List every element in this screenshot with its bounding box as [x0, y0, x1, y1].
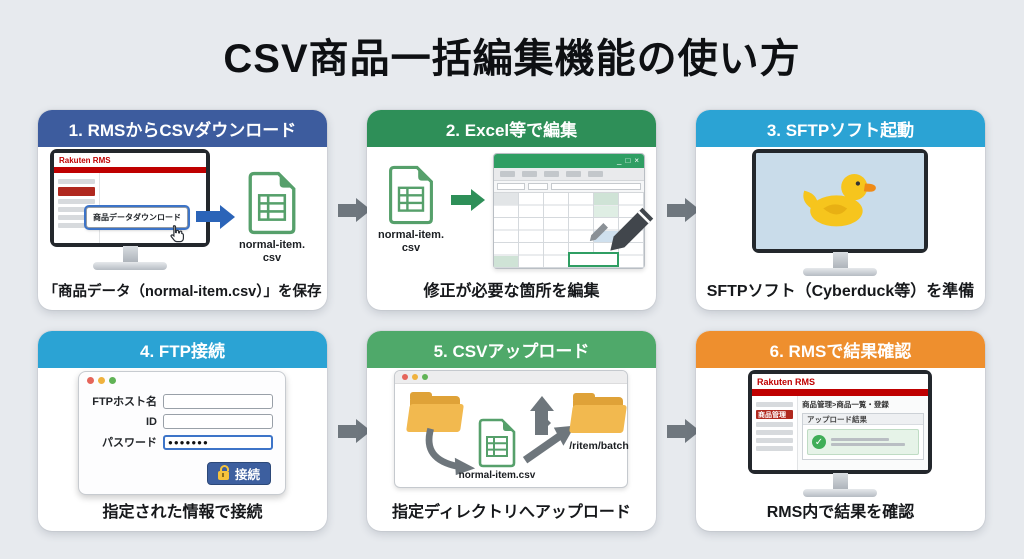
- window-title-bar: [395, 371, 627, 384]
- arrow-right-icon: [667, 203, 685, 217]
- maximize-icon: □: [625, 156, 631, 165]
- step-6-illustration: Rakuten RMS 商品管理: [696, 368, 985, 498]
- id-input: [163, 414, 273, 429]
- arrow-right-icon: [338, 203, 356, 217]
- step-card-5: 5. CSVアップロード: [367, 331, 656, 531]
- lock-icon: [217, 464, 229, 480]
- rms-red-bar: [752, 389, 928, 396]
- step-6-caption: RMS内で結果を確認: [766, 504, 915, 521]
- step-card-6: 6. RMSで結果確認 Rakuten RMS 商品管理: [696, 331, 985, 531]
- rakuten-rms-logo: Rakuten RMS: [757, 376, 816, 387]
- minimize-icon: _: [617, 156, 622, 165]
- step-4-header: 4. FTP接続: [38, 331, 327, 368]
- step-3-caption: SFTPソフト（Cyberduck等）を準備: [706, 283, 975, 300]
- step-card-3: 3. SFTPソフト起動 SFTPソフト（Cyberduck等）を準備: [696, 110, 985, 310]
- ftp-host-input: [163, 393, 273, 409]
- window-title-bar: [79, 372, 285, 388]
- step-1-header: 1. RMSからCSVダウンロード: [38, 110, 327, 147]
- excel-window: _ □ ×: [493, 153, 654, 269]
- step-card-1: 1. RMSからCSVダウンロード Rakuten RMS: [38, 110, 327, 310]
- check-icon: ✓: [812, 435, 826, 449]
- step-2-header: 2. Excel等で編集: [367, 110, 656, 147]
- monitor-illustration: Rakuten RMS: [50, 149, 210, 270]
- rms-red-bar: [54, 167, 206, 173]
- excel-title-bar: _ □ ×: [494, 154, 644, 168]
- file-transfer-window: normal-item.csv /ritem/batch: [394, 370, 629, 488]
- excel-formula-bar: [494, 181, 644, 193]
- step-5-caption: 指定ディレクトリへアップロード: [392, 504, 631, 521]
- page-title: CSV商品一括編集機能の使い方: [223, 37, 801, 81]
- step-2-caption: 修正が必要な箇所を編集: [423, 283, 600, 300]
- monitor-illustration: [752, 149, 928, 276]
- destination-folder-icon: [569, 393, 627, 435]
- upload-result-title: アップロード結果: [803, 414, 923, 425]
- step-1-illustration: Rakuten RMS: [38, 147, 327, 280]
- zoom-traffic-light: [109, 376, 116, 384]
- download-arrow-icon: [196, 211, 220, 222]
- connect-button: 接続: [206, 462, 271, 485]
- arrow-right-icon: [338, 424, 356, 438]
- minimize-traffic-light: [98, 376, 105, 384]
- file-name-label: normal-item.csv: [458, 470, 536, 481]
- file-name-label: normal-item. csv: [238, 239, 305, 264]
- directory-label: /ritem/batch: [569, 440, 629, 452]
- step-4-caption: 指定された情報で接続: [102, 504, 263, 521]
- pencil-icon: [588, 221, 610, 248]
- pencil-icon-large: [606, 203, 656, 260]
- monitor-illustration: Rakuten RMS 商品管理: [748, 370, 932, 497]
- close-icon: ×: [634, 156, 639, 165]
- step-6-header: 6. RMSで結果確認: [696, 331, 985, 368]
- spreadsheet-grid: [494, 193, 654, 268]
- csv-file-icon: [246, 171, 298, 240]
- flow-arrow-5-6: [656, 424, 696, 438]
- curved-arrow-icon: [421, 426, 479, 481]
- ftp-connection-dialog: FTPホスト名 ID パスワード ●●●●●●● 接続: [78, 371, 286, 495]
- arrow-right-icon: [667, 424, 685, 438]
- breadcrumb: 商品管理>商品一覧・登録: [802, 400, 889, 409]
- close-traffic-light: [87, 376, 94, 384]
- step-3-header: 3. SFTPソフト起動: [696, 110, 985, 147]
- close-traffic-light: [402, 374, 408, 380]
- flow-arrow-2-3: [656, 203, 696, 217]
- edit-arrow-icon: [451, 195, 471, 205]
- cyberduck-duck-icon: [797, 168, 883, 235]
- step-card-4: 4. FTP接続 FTPホスト名 ID: [38, 331, 327, 531]
- rms-sidebar: 商品管理: [752, 396, 798, 470]
- form-row: FTPホスト名: [91, 393, 273, 409]
- zoom-traffic-light: [422, 374, 428, 380]
- form-row: パスワード ●●●●●●●: [91, 434, 273, 450]
- upload-arrow-icon: [535, 411, 548, 435]
- product-data-download-button: 商品データダウンロード: [86, 207, 188, 228]
- password-input: ●●●●●●●: [163, 434, 273, 450]
- csv-file-icon: [387, 165, 435, 230]
- file-name-label: normal-item. csv: [377, 229, 444, 254]
- step-5-illustration: normal-item.csv /ritem/batch: [367, 368, 656, 498]
- step-3-illustration: [696, 147, 985, 277]
- minimize-traffic-light: [412, 374, 418, 380]
- upload-result-panel: アップロード結果 ✓: [802, 413, 924, 460]
- row-2: 4. FTP接続 FTPホスト名 ID: [38, 331, 986, 531]
- flow-arrow-1-2: [327, 203, 367, 217]
- success-message: ✓: [807, 429, 919, 455]
- rakuten-rms-logo: Rakuten RMS: [59, 155, 111, 165]
- id-label: ID: [146, 415, 157, 428]
- ftp-host-label: FTPホスト名: [92, 396, 157, 408]
- steps-grid: 1. RMSからCSVダウンロード Rakuten RMS: [38, 110, 986, 552]
- flow-arrow-4-5: [327, 424, 367, 438]
- step-1-caption: 「商品データ（normal-item.csv）」を保存: [43, 284, 322, 300]
- selected-cell: [568, 252, 619, 267]
- password-label: パスワード: [102, 437, 157, 449]
- form-row: ID: [91, 414, 273, 429]
- step-4-illustration: FTPホスト名 ID パスワード ●●●●●●● 接続: [38, 368, 327, 498]
- step-2-illustration: normal-item. csv _ □ ×: [367, 147, 656, 277]
- sidebar-item-product-management: 商品管理: [756, 410, 793, 419]
- hand-cursor-icon: [166, 223, 188, 250]
- excel-toolbar: [494, 168, 644, 181]
- source-folder-icon: [406, 392, 464, 434]
- step-card-2: 2. Excel等で編集 normal-item. csv _ □ ×: [367, 110, 656, 310]
- row-1: 1. RMSからCSVダウンロード Rakuten RMS: [38, 110, 986, 310]
- csv-file-icon: [477, 418, 517, 473]
- step-5-header: 5. CSVアップロード: [367, 331, 656, 368]
